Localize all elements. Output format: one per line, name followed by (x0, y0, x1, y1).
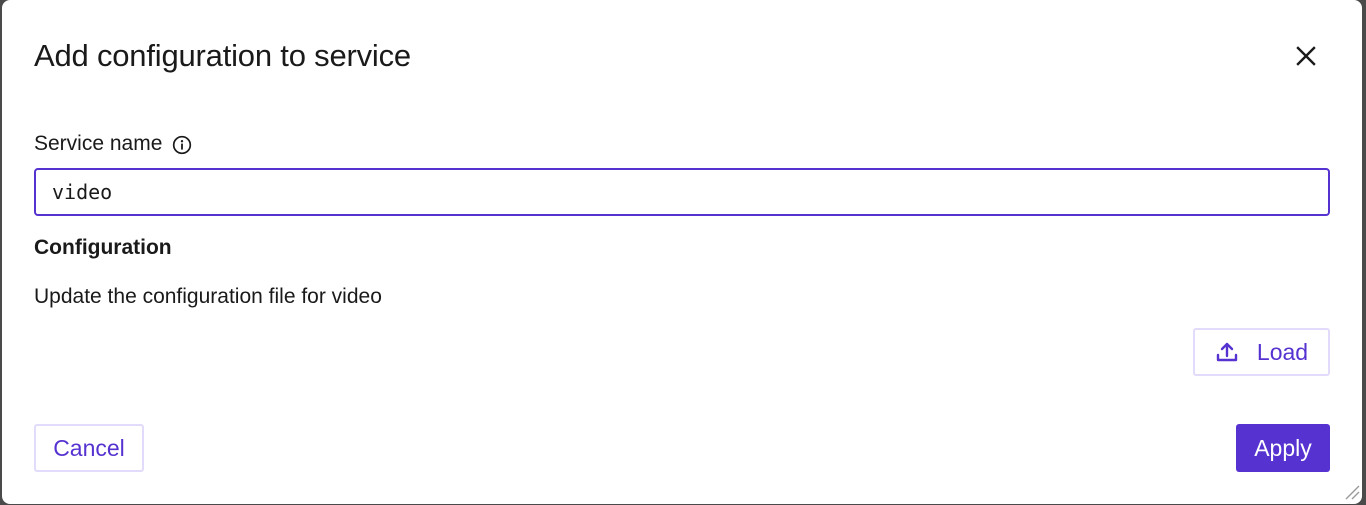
close-icon (1295, 45, 1317, 67)
apply-button-label: Apply (1254, 434, 1312, 461)
configuration-description: Update the configuration file for video (34, 285, 382, 308)
service-name-input-wrapper (34, 168, 1330, 216)
resize-handle-icon[interactable] (1342, 482, 1360, 500)
apply-button[interactable]: Apply (1236, 424, 1330, 472)
service-name-label-row: Service name (34, 131, 192, 157)
service-name-label: Service name (34, 132, 163, 155)
load-button[interactable]: Load (1193, 328, 1330, 376)
load-button-label: Load (1256, 338, 1309, 365)
cancel-button[interactable]: Cancel (34, 424, 144, 472)
close-button[interactable] (1288, 38, 1324, 74)
upload-icon (1215, 340, 1239, 364)
service-name-input[interactable] (36, 170, 1328, 214)
configuration-heading: Configuration (34, 236, 172, 259)
cancel-button-label: Cancel (53, 434, 125, 461)
dialog-title: Add configuration to service (34, 38, 411, 73)
info-icon[interactable] (172, 135, 192, 155)
